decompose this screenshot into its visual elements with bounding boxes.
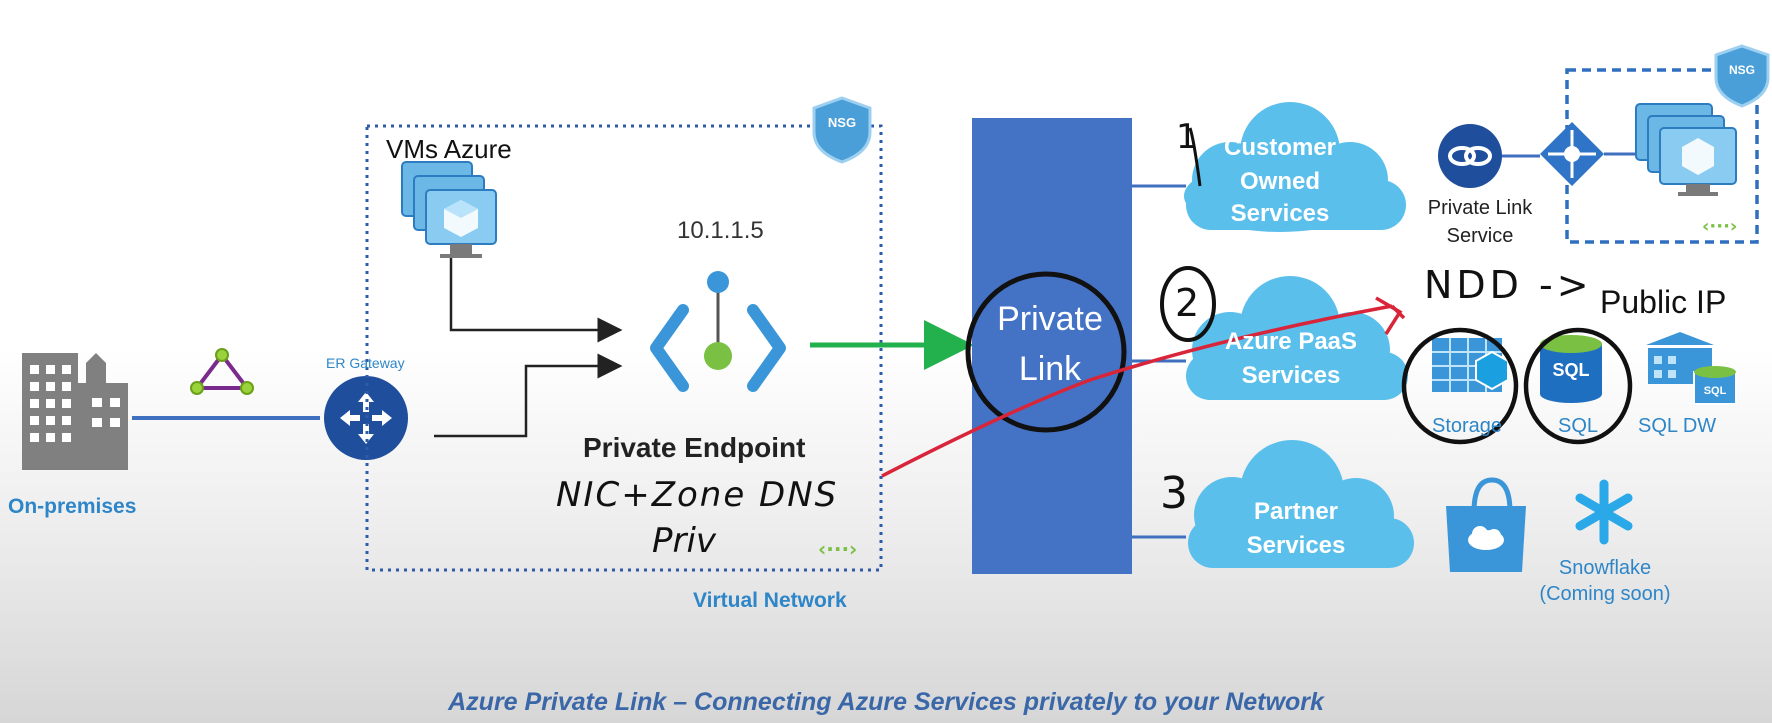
- private-link-service-label-line1: Private Link: [1427, 197, 1533, 219]
- storage-label: Storage: [1432, 415, 1503, 437]
- sql-label: SQL: [1558, 415, 1599, 437]
- er-gateway-label: ER Gateway: [326, 355, 405, 371]
- customer-owned-label-line3: Services: [1230, 200, 1330, 227]
- expressroute-circuit-icon: [190, 348, 254, 395]
- private-link-bar: [972, 118, 1132, 574]
- private-endpoint-label: Private Endpoint: [583, 432, 806, 463]
- private-link-label-line2: Link: [1018, 350, 1082, 388]
- annotation-priv: Priv: [652, 521, 717, 561]
- snowflake-label-line2: (Coming soon): [1539, 583, 1671, 605]
- annotation-number-1: 1: [1176, 117, 1198, 157]
- sql-dw-label: SQL DW: [1638, 415, 1717, 437]
- virtual-network-icon: ‹···›: [818, 537, 857, 561]
- private-link-label-line1: Private: [997, 300, 1103, 338]
- private-link-service-label-line2: Service: [1446, 225, 1514, 247]
- sql-database-icon: SQL: [1540, 335, 1602, 403]
- on-premises-label: On-premises: [8, 495, 137, 518]
- azure-paas-label-line1: Azure PaaS: [1224, 328, 1358, 355]
- vm-stack-icon-right: [1635, 103, 1737, 196]
- vm-to-endpoint-connector: [449, 258, 623, 343]
- vms-azure-label: VMs Azure: [386, 134, 512, 164]
- azure-paas-label-line2: Services: [1241, 362, 1341, 389]
- nsg-shield-icon-right: [1714, 44, 1770, 108]
- private-endpoint-icon: [650, 271, 786, 392]
- sql-dw-icon-text: SQL: [1704, 385, 1727, 397]
- virtual-network-icon-right: ‹···›: [1702, 216, 1737, 237]
- virtual-network-border: [365, 124, 883, 572]
- partner-label-line2: Services: [1246, 532, 1346, 559]
- public-ip-label: Public IP: [1600, 284, 1727, 320]
- private-link-annotation-circle: [965, 271, 1127, 433]
- nsg-shield-icon: [812, 96, 872, 164]
- annotation-nic-zone-dns: NIC+Zone DNS: [556, 475, 839, 515]
- sql-icon-text: SQL: [1552, 360, 1589, 380]
- snowflake-label-line1: Snowflake: [1558, 557, 1652, 579]
- vm-stack-icon: [401, 161, 497, 258]
- on-premises-building-icon: [22, 353, 128, 470]
- annotation-ndd: NDD ->: [1424, 263, 1593, 307]
- gateway-to-endpoint-connector: [434, 353, 623, 438]
- nsg-label: NSG: [827, 115, 857, 130]
- customer-owned-label-line2: Owned: [1239, 168, 1320, 195]
- storage-icon: [1432, 338, 1509, 392]
- snowflake-icon: [1575, 479, 1633, 545]
- partner-services-cloud: [1188, 440, 1414, 568]
- number-1-stroke: [1188, 127, 1202, 187]
- red-annotation-arrow: [881, 304, 1393, 478]
- number-2-annotation-circle: [1160, 266, 1216, 342]
- partner-label-line1: Partner: [1253, 498, 1339, 525]
- load-balancer-icon: [1540, 122, 1604, 186]
- sql-annotation-circle: [1523, 327, 1633, 445]
- nsg-label-right: NSG: [1728, 63, 1755, 77]
- annotation-number-3: 3: [1160, 468, 1188, 519]
- customer-owned-services-cloud: [1184, 102, 1406, 232]
- storage-annotation-circle: [1401, 327, 1519, 445]
- sql-dw-icon: SQL: [1646, 332, 1737, 405]
- virtual-network-label: Virtual Network: [693, 589, 847, 612]
- marketplace-bag-icon: [1446, 477, 1526, 572]
- customer-owned-label-line1: Customer: [1223, 134, 1337, 161]
- ip-address-label: 10.1.1.5: [677, 217, 764, 244]
- svg-text:‹···›: ‹···›: [818, 537, 857, 561]
- diagram-caption: Azure Private Link – Connecting Azure Se…: [448, 688, 1324, 716]
- red-arrowhead-tail: [1390, 304, 1406, 320]
- annotation-number-2: 2: [1175, 281, 1200, 325]
- private-link-service-icon: [1438, 124, 1502, 188]
